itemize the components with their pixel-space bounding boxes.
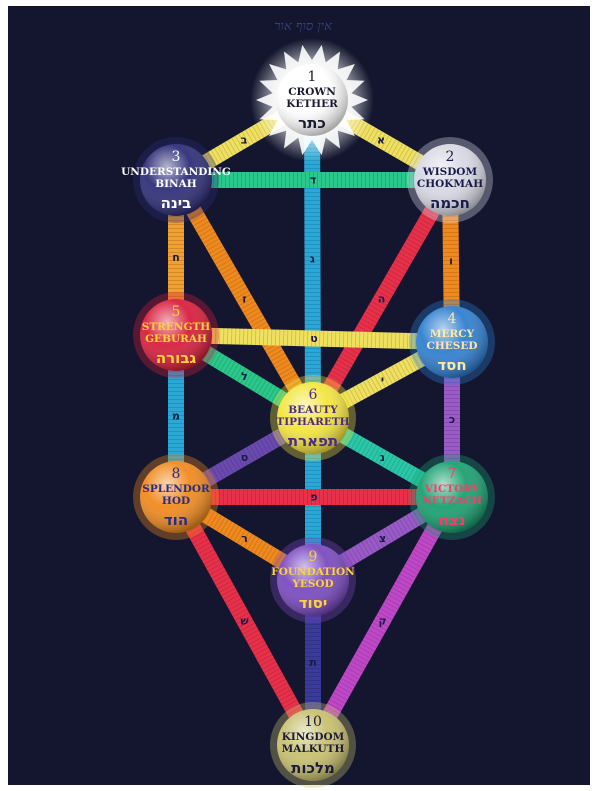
sefira-hebrew-name: הוד: [164, 511, 188, 529]
sefira-hebrew-name: גבורה: [156, 349, 197, 367]
sefira-name: CHOKMAH: [417, 178, 483, 190]
path-letter: ז: [242, 293, 246, 306]
sefira-name: VICTORY: [424, 483, 480, 495]
sefira-number: 7: [448, 466, 457, 482]
sefira-name: MALKUTH: [282, 743, 345, 755]
sefira-number: 3: [172, 149, 181, 165]
path-letter: ק: [378, 615, 386, 628]
header-hebrew-text: אין סוף אור: [274, 19, 333, 34]
sefira-hebrew-name: כתר: [298, 114, 326, 132]
path-letter: ח: [172, 251, 180, 264]
sefira-name: HOD: [162, 495, 190, 507]
path-letter: ט: [310, 332, 317, 345]
sefira-hebrew-name: חסד: [437, 356, 466, 374]
sefira-number: 6: [309, 387, 318, 403]
path-letter: כ: [449, 413, 455, 426]
path-letter: ד: [310, 174, 316, 187]
sefira-name: GEBURAH: [145, 333, 207, 345]
path-letter: ה: [378, 293, 386, 306]
sefira-hebrew-name: חכמה: [430, 194, 470, 212]
path-letter: ו: [449, 255, 453, 268]
sefira-number: 4: [448, 311, 457, 327]
sefira-name: STRENGTH: [142, 321, 211, 333]
sefira-hebrew-name: יסוד: [299, 594, 328, 612]
sefira-hebrew-name: בינה: [161, 194, 192, 212]
sefira-name: UNDERSTANDING: [121, 166, 231, 178]
sefira-name: KETHER: [286, 98, 338, 110]
path-letter: ב: [241, 134, 248, 147]
sefira-hebrew-name: תפארת: [288, 432, 338, 450]
sefira-name: FOUNDATION: [271, 566, 355, 578]
sefira-number: 9: [309, 549, 318, 565]
sefira-number: 10: [304, 714, 322, 730]
path-letter: ש: [240, 615, 249, 628]
sefira-name: TIPHARETH: [276, 416, 349, 428]
sefira-hebrew-name: מלכות: [291, 759, 335, 777]
path-letter: ג: [310, 253, 315, 266]
sefira-number: 2: [446, 149, 455, 165]
path-letter: ל: [241, 370, 248, 383]
sefira-name: CHESED: [427, 340, 478, 352]
sefira-name: MERCY: [430, 328, 475, 340]
sefira-number: 5: [172, 304, 181, 320]
path-letter: ת: [309, 656, 317, 669]
sefira-number: 1: [308, 69, 317, 85]
sefira-number: 8: [172, 466, 181, 482]
path-letter: ר: [241, 532, 248, 545]
path-letter: ס: [241, 451, 248, 464]
sefira-name: SPLENDOR: [142, 483, 210, 495]
sefira-name: NETZACH: [422, 495, 482, 507]
sefira-name: BEAUTY: [288, 404, 338, 416]
sefira-name: BINAH: [155, 178, 197, 190]
path-letter: מ: [172, 410, 180, 423]
path-letter: צ: [379, 532, 386, 545]
sefira-name: CROWN: [288, 86, 336, 98]
sefira-name: WISDOM: [422, 166, 478, 178]
path-letter: נ: [380, 451, 385, 464]
sefira-name: YESOD: [291, 578, 333, 590]
path-letter: י: [381, 374, 384, 387]
sefira-name: KINGDOM: [282, 731, 345, 743]
path-letter: א: [377, 134, 385, 147]
sefira-hebrew-name: נצח: [439, 511, 466, 529]
path-letter: פ: [310, 491, 317, 504]
